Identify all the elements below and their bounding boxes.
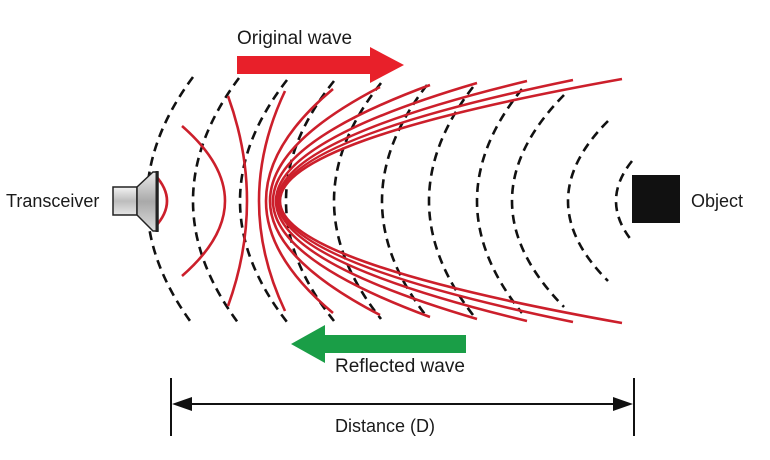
original-wave-arrow	[237, 47, 404, 83]
reflected-wavefront-arc	[284, 80, 336, 322]
original-wavefront-arc	[274, 81, 478, 321]
original-wavefront-arc	[226, 95, 249, 307]
original-wavefront-arc	[276, 79, 528, 323]
original-wavefront-arc	[154, 174, 169, 228]
original-wavefront-arc	[268, 85, 381, 317]
distance-label: Distance (D)	[335, 416, 435, 436]
original-wave-label: Original wave	[237, 28, 352, 49]
object-label: Object	[691, 191, 743, 211]
reflected-wavefront-arc	[332, 82, 383, 320]
reflected-wavefront-arc	[427, 86, 475, 316]
distance-dimension	[170, 378, 635, 436]
block-icon	[632, 175, 680, 223]
original-wavefront-arc	[264, 88, 334, 314]
reflected-wavefront-arc	[614, 160, 634, 242]
reflected-wave-arrow	[291, 325, 466, 363]
original-wavefront-arc	[278, 77, 623, 325]
original-wavefront-arc	[257, 90, 287, 312]
reflected-wavefront-arc	[475, 88, 524, 314]
reflected-wave-label: Reflected wave	[335, 356, 465, 377]
wave-fronts	[145, 76, 634, 326]
original-wavefront-arc	[277, 78, 574, 324]
reflected-wavefront-arc	[510, 94, 565, 308]
reflected-wavefront-arc	[566, 120, 609, 282]
original-wavefront-arc	[181, 125, 227, 277]
speaker-icon	[112, 171, 159, 232]
reflected-wavefront-arc	[191, 77, 241, 325]
original-wavefront-arc	[271, 83, 431, 319]
transceiver-label: Transceiver	[6, 191, 99, 211]
reflected-wavefront-arc	[238, 79, 289, 323]
reflected-wavefront-arc	[145, 76, 195, 326]
